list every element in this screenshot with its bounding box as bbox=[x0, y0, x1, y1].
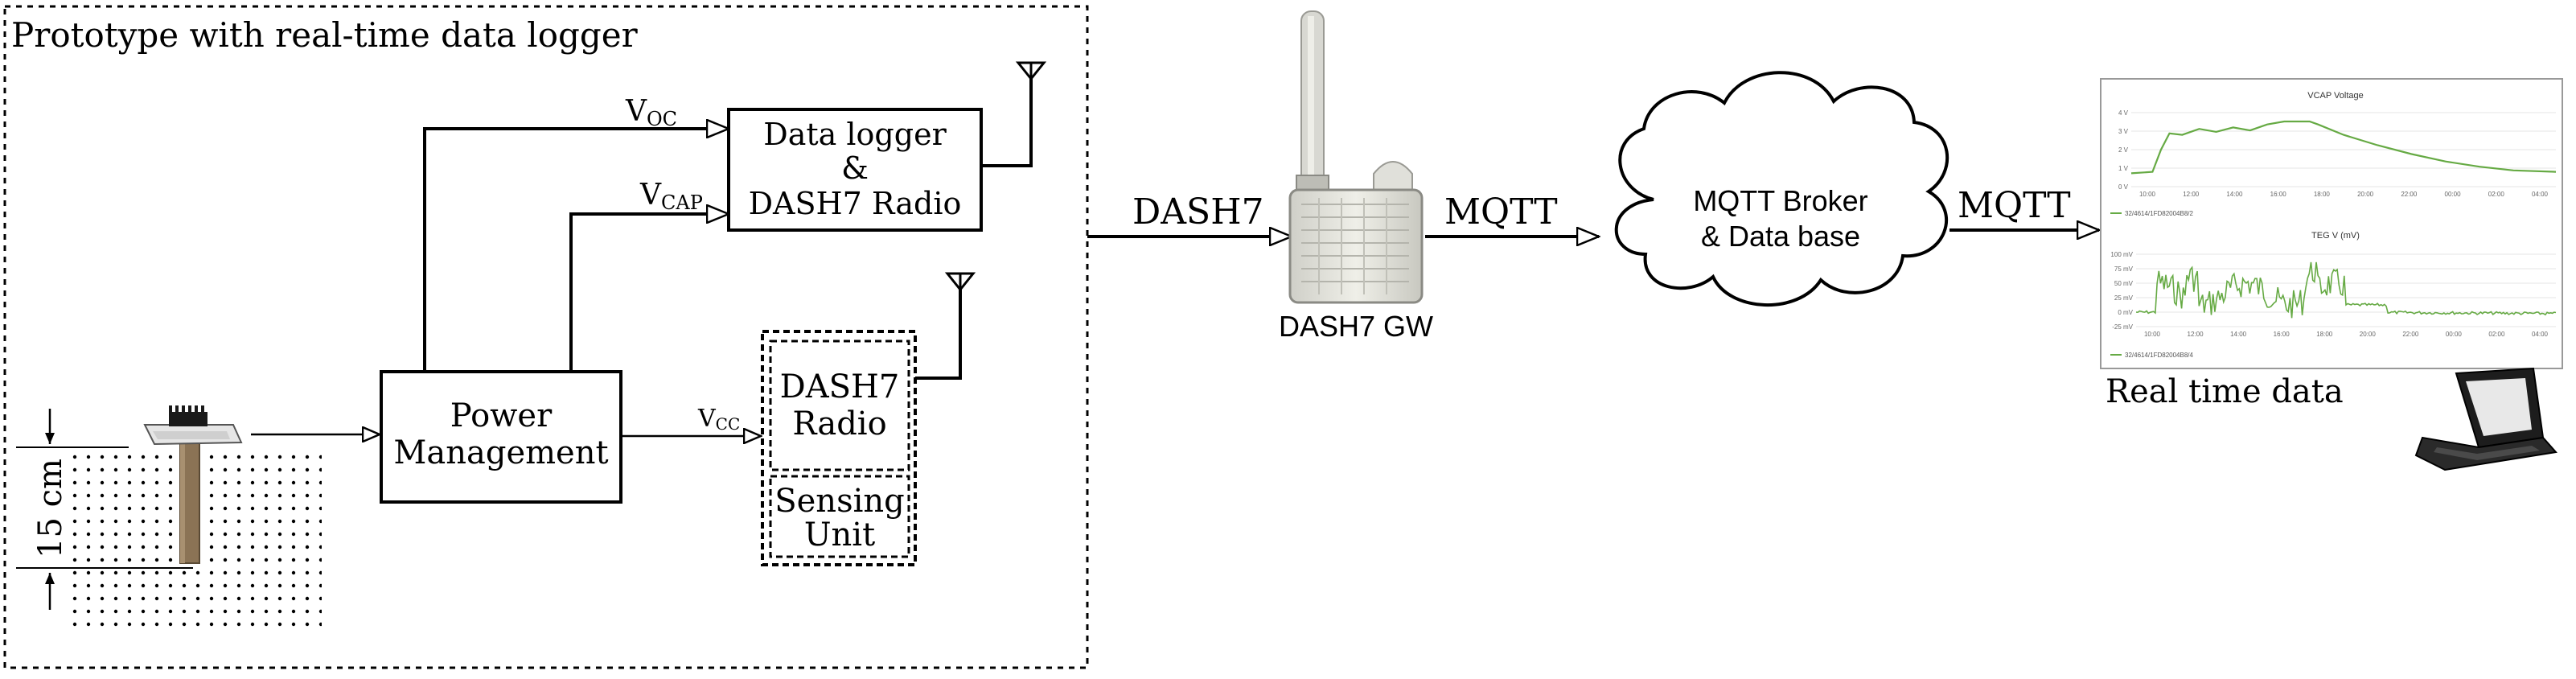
dashboard-label: Real time data bbox=[2106, 373, 2344, 410]
gateway-device bbox=[1288, 10, 1424, 304]
data-logger-box bbox=[727, 108, 983, 232]
broker-label-1: MQTT Broker bbox=[1693, 184, 1867, 217]
laptop-icon bbox=[2414, 367, 2558, 471]
chart2-x-tick: 20:00 bbox=[2360, 331, 2377, 338]
chart1-x-tick: 02:00 bbox=[2488, 191, 2505, 198]
prototype-title: Prototype with real-time data logger bbox=[11, 15, 639, 55]
chart2-y-tick: 100 mV bbox=[2110, 251, 2133, 258]
chart1-x-tick: 18:00 bbox=[2314, 191, 2331, 198]
vcap-line bbox=[569, 214, 729, 372]
chart2-x-tick: 04:00 bbox=[2532, 331, 2549, 338]
chart1-y-tick: 4 V bbox=[2118, 109, 2129, 117]
chart1-x-ticks: 10:00 12:00 14:00 16:00 18:00 20:00 22:00 00:00… bbox=[2139, 191, 2549, 198]
teg-sensor bbox=[143, 405, 243, 564]
gateway-label: DASH7 GW bbox=[1279, 310, 1433, 343]
chart1-y-tick: 1 V bbox=[2118, 165, 2129, 172]
chart2-y-tick: 75 mV bbox=[2114, 265, 2134, 273]
chart1-x-tick: 12:00 bbox=[2183, 191, 2200, 198]
chart2-legend: 32/4614/1FD82004B8/4 bbox=[2125, 352, 2194, 359]
mqtt-link-2-label: MQTT bbox=[1958, 185, 2071, 226]
logger-antenna-icon bbox=[981, 61, 1047, 167]
vcap-label: VCAP bbox=[639, 179, 703, 214]
chart1-y-tick: 3 V bbox=[2118, 128, 2129, 135]
gateway-body bbox=[1288, 188, 1424, 304]
chart1-x-tick: 16:00 bbox=[2270, 191, 2287, 198]
chart2-grid bbox=[2136, 253, 2556, 327]
power-management-box bbox=[380, 370, 622, 504]
chart2-x-tick: 12:00 bbox=[2188, 331, 2204, 338]
node-antenna-icon bbox=[915, 272, 976, 380]
chart2-x-tick: 18:00 bbox=[2316, 331, 2333, 338]
chart1-x-tick: 04:00 bbox=[2532, 191, 2549, 198]
depth-label: 15 cm bbox=[32, 459, 69, 558]
heatsink-icon bbox=[169, 412, 207, 426]
chart1-x-tick: 00:00 bbox=[2445, 191, 2462, 198]
chart2-x-tick: 02:00 bbox=[2488, 331, 2505, 338]
chart1-y-tick: 0 V bbox=[2118, 183, 2129, 191]
chart2-x-ticks: 10:00 12:00 14:00 16:00 18:00 20:00 22:00 00:00… bbox=[2144, 331, 2549, 338]
chart1-x-tick: 22:00 bbox=[2401, 191, 2418, 198]
chart1-title: VCAP Voltage bbox=[2307, 91, 2364, 101]
dashboard-frame bbox=[2100, 78, 2563, 369]
broker-cloud-icon bbox=[1614, 71, 1949, 307]
data-logger-label-3: DASH7 Radio bbox=[749, 186, 962, 221]
broker-label-2: & Data base bbox=[1701, 220, 1860, 253]
chart1-series-line bbox=[2130, 120, 2557, 175]
chart1-x-tick: 10:00 bbox=[2139, 191, 2156, 198]
chart2-y-tick: 0 mV bbox=[2118, 309, 2133, 316]
power-management-label-1: Power bbox=[450, 397, 553, 434]
chart2-y-tick: 25 mV bbox=[2114, 294, 2134, 302]
prototype-frame bbox=[3, 5, 1089, 669]
chart2-x-tick: 00:00 bbox=[2446, 331, 2463, 338]
data-logger-label-1: Data logger bbox=[763, 117, 947, 152]
node-radio-label-2: Radio bbox=[792, 405, 886, 442]
chart1-y-tick: 2 V bbox=[2118, 146, 2129, 154]
chart2-title: TEG V (mV) bbox=[2311, 231, 2360, 241]
voc-label: VOC bbox=[625, 95, 677, 130]
sensing-unit-label-2: Unit bbox=[804, 516, 875, 553]
chart2-y-ticks: 100 mV 75 mV 50 mV 25 mV 0 mV -25 mV bbox=[2110, 251, 2133, 331]
dash7-link-label: DASH7 bbox=[1132, 191, 1264, 233]
chart1-x-tick: 14:00 bbox=[2226, 191, 2243, 198]
chart2-x-tick: 14:00 bbox=[2230, 331, 2247, 338]
chart2-y-tick: -25 mV bbox=[2112, 323, 2133, 331]
chart1-x-tick: 20:00 bbox=[2357, 191, 2374, 198]
voc-line bbox=[423, 129, 729, 372]
chart2-series-line bbox=[2135, 261, 2557, 319]
chart2-x-tick: 22:00 bbox=[2402, 331, 2419, 338]
chart2-y-tick: 50 mV bbox=[2114, 280, 2134, 287]
chart1-legend: 32/4614/1FD82004B8/2 bbox=[2125, 210, 2194, 217]
chart1-y-ticks: 4 V 3 V 2 V 1 V 0 V bbox=[2118, 109, 2129, 191]
sensor-node-box bbox=[761, 330, 917, 566]
mqtt-link-1-label: MQTT bbox=[1444, 191, 1558, 233]
chart2-x-tick: 10:00 bbox=[2144, 331, 2161, 338]
sensing-unit-box bbox=[769, 475, 910, 558]
power-management-label-2: Management bbox=[393, 434, 608, 471]
node-radio-label-1: DASH7 bbox=[780, 368, 900, 405]
data-logger-label-2: & bbox=[841, 150, 869, 186]
node-radio-box bbox=[769, 340, 910, 471]
vcc-label: VCC bbox=[697, 405, 740, 434]
sensing-unit-label-1: Sensing bbox=[774, 483, 905, 520]
chart2-x-tick: 16:00 bbox=[2274, 331, 2290, 338]
